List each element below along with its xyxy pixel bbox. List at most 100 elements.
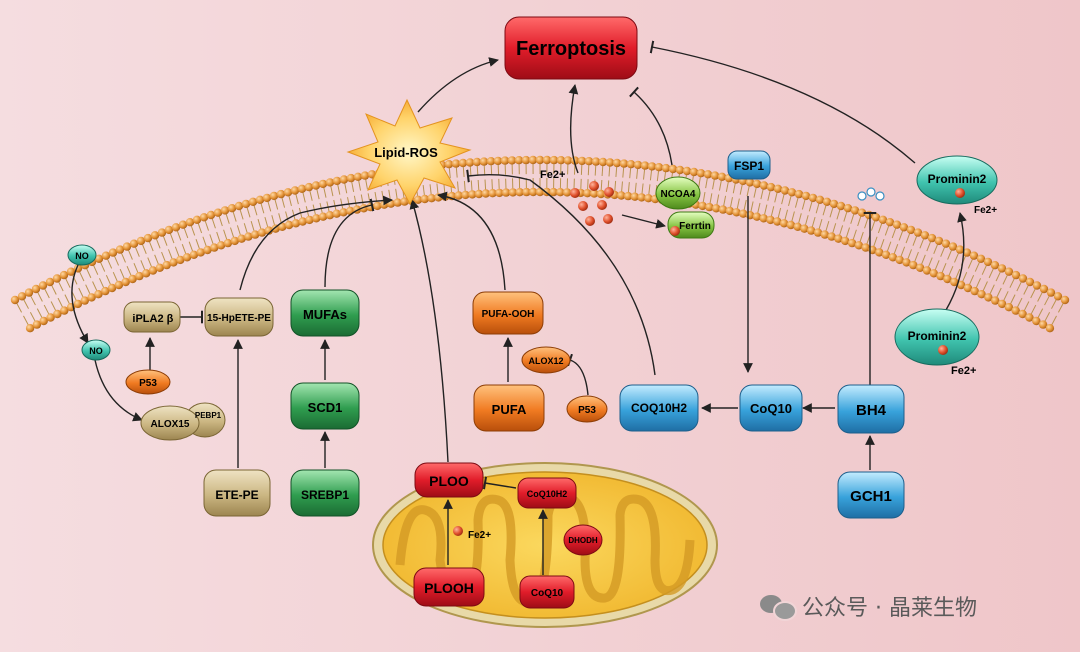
pufa-ooh-label: PUFA-OOH [482, 309, 535, 320]
lipid-head [291, 186, 299, 194]
srebp1-label: SREBP1 [301, 488, 349, 502]
watermark-text: 公众号 · 晶莱生物 [802, 590, 977, 622]
lipid-head [312, 181, 320, 189]
prominin2-bottom-fe-label: Fe2+ [951, 365, 976, 377]
bh4-label: BH4 [856, 402, 887, 419]
alox12-node: ALOX12 [522, 347, 570, 373]
ferroptosis-label: Ferroptosis [516, 38, 626, 60]
ipla2-node: iPLA2 β [124, 302, 180, 332]
coq10-node: CoQ10 [740, 385, 802, 431]
ncoa4-label: NCOA4 [660, 189, 695, 200]
mito-coq10h2-label: CoQ10H2 [527, 489, 568, 499]
mufas-node: MUFAs [291, 290, 359, 336]
lipid-head [774, 185, 782, 193]
lipid-head [753, 180, 761, 188]
lipid-head [788, 188, 796, 196]
p53-right-node: P53 [567, 396, 607, 422]
ferritin-label: Ferrtin [679, 221, 711, 232]
no-bottom-label: NO [89, 346, 103, 356]
lipid-tail [485, 180, 486, 190]
p53-left-label: P53 [139, 378, 157, 389]
mito-coq10h2-node: CoQ10H2 [518, 478, 576, 508]
lipid-head [704, 170, 712, 178]
watermark: 公众号 · 晶莱生物 [760, 590, 977, 622]
alox15-node: ALOX15 PEBP1 [141, 403, 225, 440]
pufa-label: PUFA [492, 402, 527, 417]
lipid-head [711, 171, 719, 179]
lipid-head [690, 168, 698, 176]
mito-coq10-label: CoQ10 [531, 588, 564, 599]
prominin2-top-fe-label: Fe2+ [974, 205, 997, 216]
lipid-head [305, 183, 313, 191]
gch1-node: GCH1 [838, 472, 904, 518]
lipid-head [354, 173, 362, 181]
pufa-node: PUFA [474, 385, 544, 431]
lipid-head [333, 177, 341, 185]
lipid-head [284, 188, 292, 196]
plooh-label: PLOOH [424, 580, 474, 596]
dhodh-label: DHODH [568, 536, 598, 545]
prominin2-top-label: Prominin2 [928, 172, 987, 186]
ncoa4-node: NCOA4 [656, 177, 700, 209]
ipla2-label: iPLA2 [132, 313, 163, 325]
lipid-head [760, 181, 768, 189]
dhodh-node: DHODH [564, 525, 602, 555]
ploo-label: PLOO [429, 473, 469, 489]
mito-coq10-node: CoQ10 [520, 576, 574, 608]
lipid-tail [595, 166, 596, 176]
lipid-head [361, 171, 369, 179]
srebp1-node: SREBP1 [291, 470, 359, 516]
pebp1-label: PEBP1 [195, 411, 222, 420]
ferritin-node: Ferrtin [668, 212, 714, 238]
lipid-head [270, 192, 278, 200]
fsp1-label: FSP1 [734, 159, 764, 173]
lipid-head [781, 186, 789, 194]
fsp1-node: FSP1 [728, 151, 770, 179]
plooh-node: PLOOH [414, 568, 484, 606]
ferroptosis-node: Ferroptosis [505, 17, 637, 79]
alox15-label: ALOX15 [151, 419, 190, 430]
lipid-head [277, 190, 285, 198]
coq10h2-node: COQ10H2 [620, 385, 698, 431]
alox12-label: ALOX12 [528, 356, 563, 366]
lipid-tail [602, 166, 603, 176]
lipid-head [298, 185, 306, 193]
lipid-tail [470, 166, 471, 176]
p53-right-label: P53 [578, 405, 596, 416]
lipid-head [347, 174, 355, 182]
lipid-tail [609, 166, 610, 176]
lipid-head [767, 183, 775, 191]
coq10h2-label: COQ10H2 [631, 401, 687, 415]
ipla2-beta-label: β [167, 313, 174, 325]
coq10-label: CoQ10 [750, 401, 792, 416]
no-top-node: NO [68, 245, 96, 265]
ploo-node: PLOO [415, 463, 483, 497]
prominin2-bottom-label: Prominin2 [908, 329, 967, 343]
hpete-label: 15-HpETE-PE [207, 313, 271, 324]
lipid-head [1046, 324, 1054, 332]
hpete-node: 15-HpETE-PE [205, 298, 273, 336]
lipid-head [795, 190, 803, 198]
fe2-membrane-label: Fe2+ [540, 169, 565, 181]
lipid-ros-label: Lipid-ROS [374, 145, 438, 160]
lipid-head [319, 180, 327, 188]
lipid-head [1061, 296, 1069, 304]
lipid-tail [471, 180, 472, 190]
ete-pe-node: ETE-PE [204, 470, 270, 516]
lipid-head [718, 173, 726, 181]
wechat-icon [760, 593, 794, 619]
lipid-head [697, 169, 705, 177]
scd1-node: SCD1 [291, 383, 359, 429]
ete-pe-label: ETE-PE [215, 488, 258, 502]
mufas-label: MUFAs [303, 307, 347, 322]
fe2-mito-label: Fe2+ [468, 530, 491, 541]
lipid-head [340, 175, 348, 183]
p53-left-node: P53 [126, 370, 170, 394]
gch1-label: GCH1 [850, 488, 892, 505]
scd1-label: SCD1 [308, 400, 343, 415]
mito-iron-particle [453, 526, 463, 536]
no-top-label: NO [75, 251, 89, 261]
pufa-ooh-node: PUFA-OOH [473, 292, 543, 334]
